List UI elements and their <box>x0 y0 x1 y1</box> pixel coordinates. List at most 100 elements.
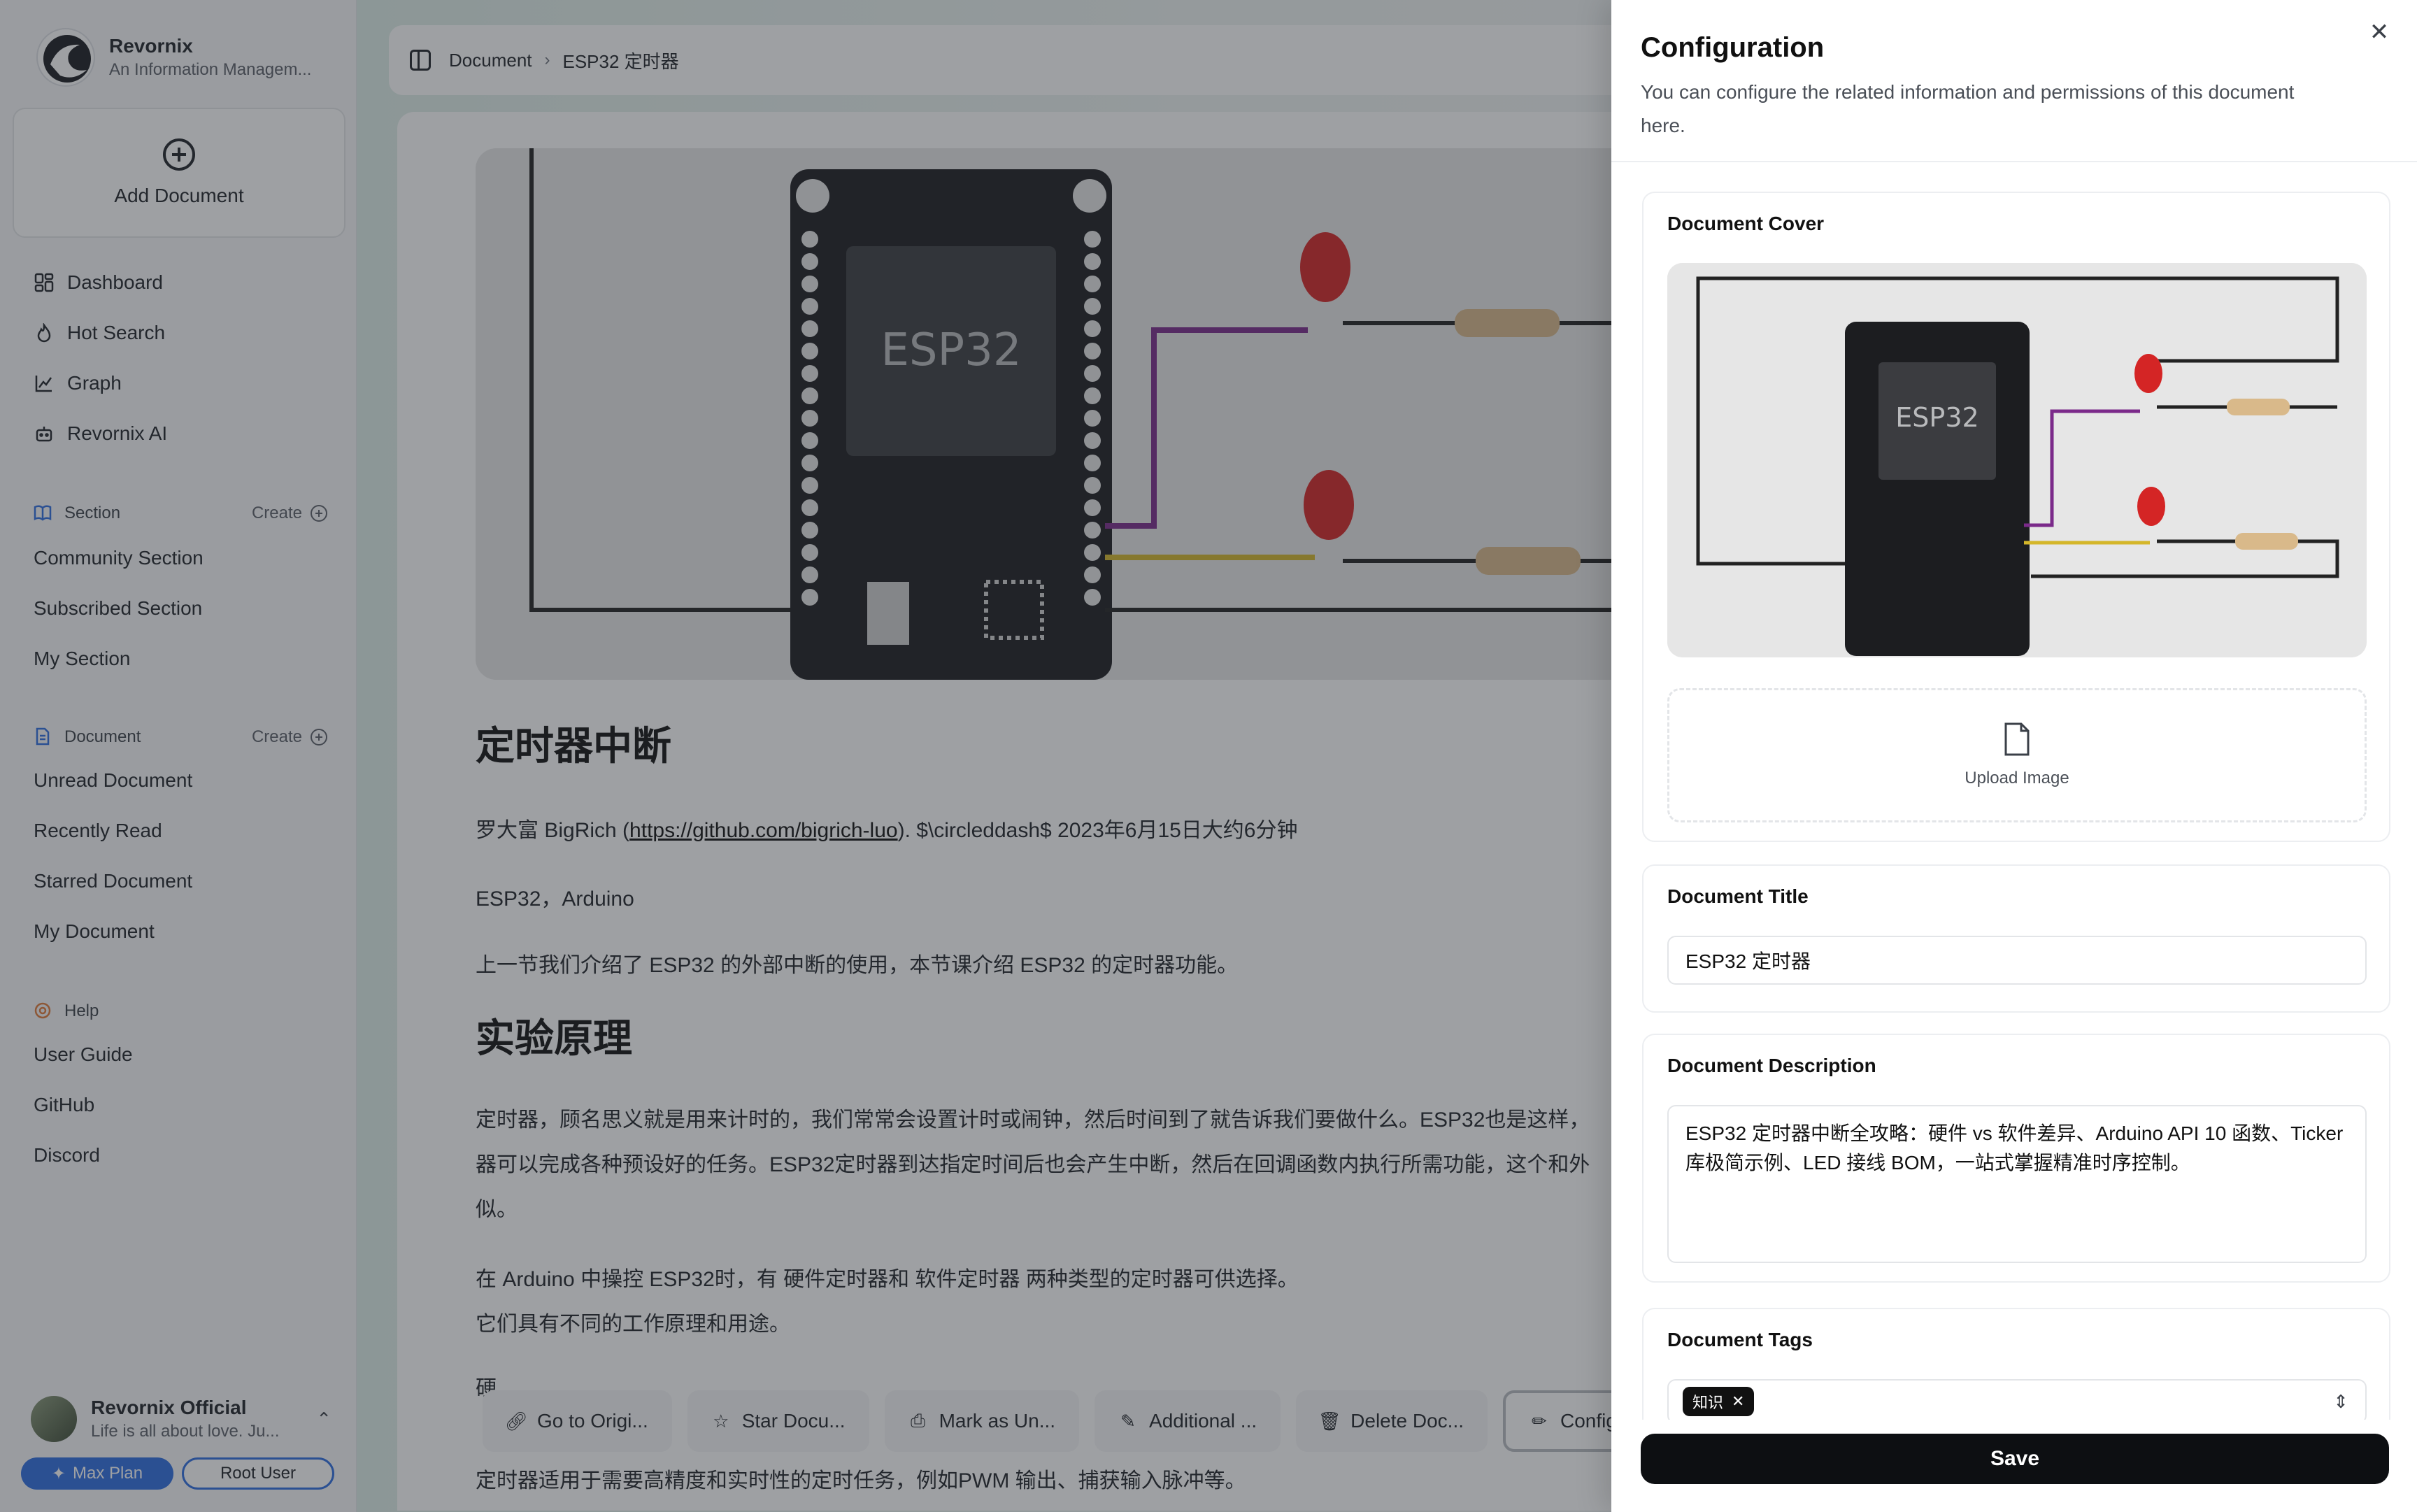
cover-preview-image: ESP32 <box>1667 263 2367 657</box>
paragraph-line: 定时器，顾名思义就是用来计时的，我们常常会设置计时或闹钟，然后时间到了就告诉我们… <box>476 1108 1590 1132</box>
document-description-textarea[interactable]: ESP32 定时器中断全攻略：硬件 vs 软件差异、Arduino API 10… <box>1667 1105 2367 1263</box>
additional-info-label: Additional ... <box>1149 1410 1257 1432</box>
star-document-label: Star Docu... <box>741 1410 846 1432</box>
document-group-label: Document <box>64 727 141 746</box>
brand[interactable]: Revornix An Information Managem... <box>36 28 311 87</box>
remove-tag-icon[interactable]: ✕ <box>1732 1392 1745 1410</box>
sidebar-item-recently-read[interactable]: Recently Read <box>34 820 162 841</box>
intro-paragraph: 上一节我们介绍了 ESP32 的外部中断的使用，本节课介绍 ESP32 的定时器… <box>476 954 1239 977</box>
nav-dashboard-label: Dashboard <box>67 271 163 293</box>
modal-overlay[interactable] <box>0 0 1611 1512</box>
document-title-input[interactable]: ESP32 定时器 <box>1667 936 2367 985</box>
esp32-chip-label: ESP32 <box>880 324 1021 376</box>
user-bio: Life is all about love. Ju... <box>91 1422 280 1441</box>
file-icon <box>2004 722 2030 756</box>
plus-circle-icon <box>163 138 195 171</box>
paragraph-line: 似。 <box>476 1198 518 1221</box>
robot-icon <box>34 423 55 444</box>
delete-document-label: Delete Doc... <box>1350 1410 1464 1432</box>
add-document-button[interactable]: Add Document <box>13 108 345 238</box>
paragraph-line: 在 Arduino 中操控 ESP32时，有 硬件定时器和 软件定时器 两种类型… <box>476 1268 1299 1291</box>
sidebar-item-subscribed-section[interactable]: Subscribed Section <box>34 597 203 619</box>
go-to-original-label: Go to Origi... <box>537 1410 648 1432</box>
star-document-button[interactable]: ☆ Star Docu... <box>687 1390 869 1452</box>
document-title-card: Document Title ESP32 定时器 <box>1642 864 2390 1013</box>
sidebar-item-user-guide[interactable]: User Guide <box>34 1043 133 1065</box>
go-to-original-button[interactable]: 🔗︎ Go to Origi... <box>483 1390 672 1452</box>
flame-icon <box>34 322 55 343</box>
sidebar-item-discord[interactable]: Discord <box>34 1144 100 1166</box>
nav-dashboard[interactable]: Dashboard <box>34 271 163 294</box>
configuration-drawer: ✕ Configuration You can configure the re… <box>1611 0 2417 1512</box>
user-menu[interactable]: Revornix Official Life is all about love… <box>31 1396 331 1442</box>
brand-logo-icon <box>36 28 95 87</box>
upload-image-label: Upload Image <box>1965 769 2069 787</box>
document-heading-1: 定时器中断 <box>476 724 671 768</box>
paragraph-line: 器可以完成各种预设好的任务。ESP32定时器到达指定时间后也会产生中断，然后在回… <box>476 1153 1590 1176</box>
sidebar-item-my-document[interactable]: My Document <box>34 920 155 942</box>
link-icon: 🔗︎ <box>504 1410 528 1432</box>
book-icon <box>34 504 53 523</box>
delete-document-button[interactable]: 🗑︎ Delete Doc... <box>1296 1390 1488 1452</box>
document-title-label: Document Title <box>1667 885 1809 907</box>
nav-hot-search[interactable]: Hot Search <box>34 322 165 344</box>
document-tags-select[interactable]: 知识 ✕ ⇕ <box>1667 1379 2367 1424</box>
role-badge: Root User <box>182 1457 334 1490</box>
sidebar-item-github[interactable]: GitHub <box>34 1094 95 1115</box>
trash-icon: 🗑︎ <box>1318 1410 1341 1432</box>
nav-hot-search-label: Hot Search <box>67 322 166 343</box>
drawer-description: You can configure the related informatio… <box>1641 81 2295 136</box>
graph-icon <box>34 373 55 394</box>
avatar <box>31 1396 77 1442</box>
create-document-label: Create <box>251 727 302 746</box>
mark-as-unread-button[interactable]: ⎙Mark as Un... <box>884 1390 1080 1452</box>
document-action-bar: 🔗︎ Go to Origi... ☆ Star Docu... ⎙Mark as … <box>483 1385 1659 1457</box>
sidebar-item-unread-document[interactable]: Unread Document <box>34 769 193 791</box>
nav-revornix-ai[interactable]: Revornix AI <box>34 422 167 445</box>
document-cover-image: ESP32 <box>476 148 1664 680</box>
plus-circle-icon <box>311 729 327 746</box>
paragraph-line: 定时器适用于需要高精度和实时性的定时任务，例如PWM 输出、捕获输入脉冲等。 <box>476 1469 1246 1492</box>
sidebar-toggle-icon[interactable] <box>410 50 431 71</box>
sidebar-item-starred-document[interactable]: Starred Document <box>34 870 193 892</box>
config-label: Config <box>1560 1410 1617 1432</box>
nav-revornix-ai-label: Revornix AI <box>67 422 168 444</box>
add-document-label: Add Document <box>114 185 244 206</box>
breadcrumb-document[interactable]: Document <box>449 49 532 71</box>
additional-info-button[interactable]: ✎Additional ... <box>1095 1390 1281 1452</box>
author-link[interactable]: https://github.com/bigrich-luo <box>629 819 898 842</box>
chevron-up-down-icon: ⌃ <box>316 1408 331 1429</box>
create-section-label: Create <box>251 504 302 522</box>
nav-graph[interactable]: Graph <box>34 372 122 394</box>
document-description-card: Document Description ESP32 定时器中断全攻略：硬件 v… <box>1642 1034 2390 1283</box>
inbox-icon: ⎙ <box>911 1410 925 1431</box>
plan-badge-label: Max Plan <box>73 1464 143 1483</box>
create-section-button[interactable]: Create <box>252 504 327 523</box>
document-cover-label: Document Cover <box>1667 213 1825 234</box>
section-group-label: Section <box>64 504 121 522</box>
author-suffix: ). $\circleddash$ 2023年6月15日大约6分钟 <box>897 819 1298 842</box>
close-icon[interactable]: ✕ <box>2369 19 2390 45</box>
sidebar-item-community-section[interactable]: Community Section <box>34 547 204 569</box>
document-icon <box>34 727 53 747</box>
section-group-header: Section Create <box>34 504 327 523</box>
nav-graph-label: Graph <box>67 372 122 394</box>
tags-line: ESP32，Arduino <box>476 887 634 911</box>
chevron-right-icon: › <box>544 50 550 69</box>
tag-chip: 知识 ✕ <box>1683 1387 1755 1416</box>
tag-chip-label: 知识 <box>1692 1394 1724 1411</box>
app-subtitle: An Information Managem... <box>109 60 312 79</box>
plan-badge[interactable]: ✦ Max Plan <box>21 1457 173 1490</box>
upload-image-dropzone[interactable]: Upload Image <box>1667 688 2367 822</box>
sparkle-icon: ✦ <box>51 1464 66 1483</box>
create-document-button[interactable]: Create <box>252 727 327 747</box>
sidebar-item-my-section[interactable]: My Section <box>34 648 131 669</box>
esp32-chip-label: ESP32 <box>1895 402 1978 433</box>
star-icon: ☆ <box>713 1410 729 1432</box>
sidebar: Revornix An Information Managem... Add D… <box>0 0 357 1512</box>
divider <box>1611 161 2417 162</box>
save-button[interactable]: Save <box>1641 1434 2389 1484</box>
plus-circle-icon <box>311 505 327 522</box>
help-group-label: Help <box>64 1001 99 1020</box>
app-name: Revornix <box>109 35 193 57</box>
